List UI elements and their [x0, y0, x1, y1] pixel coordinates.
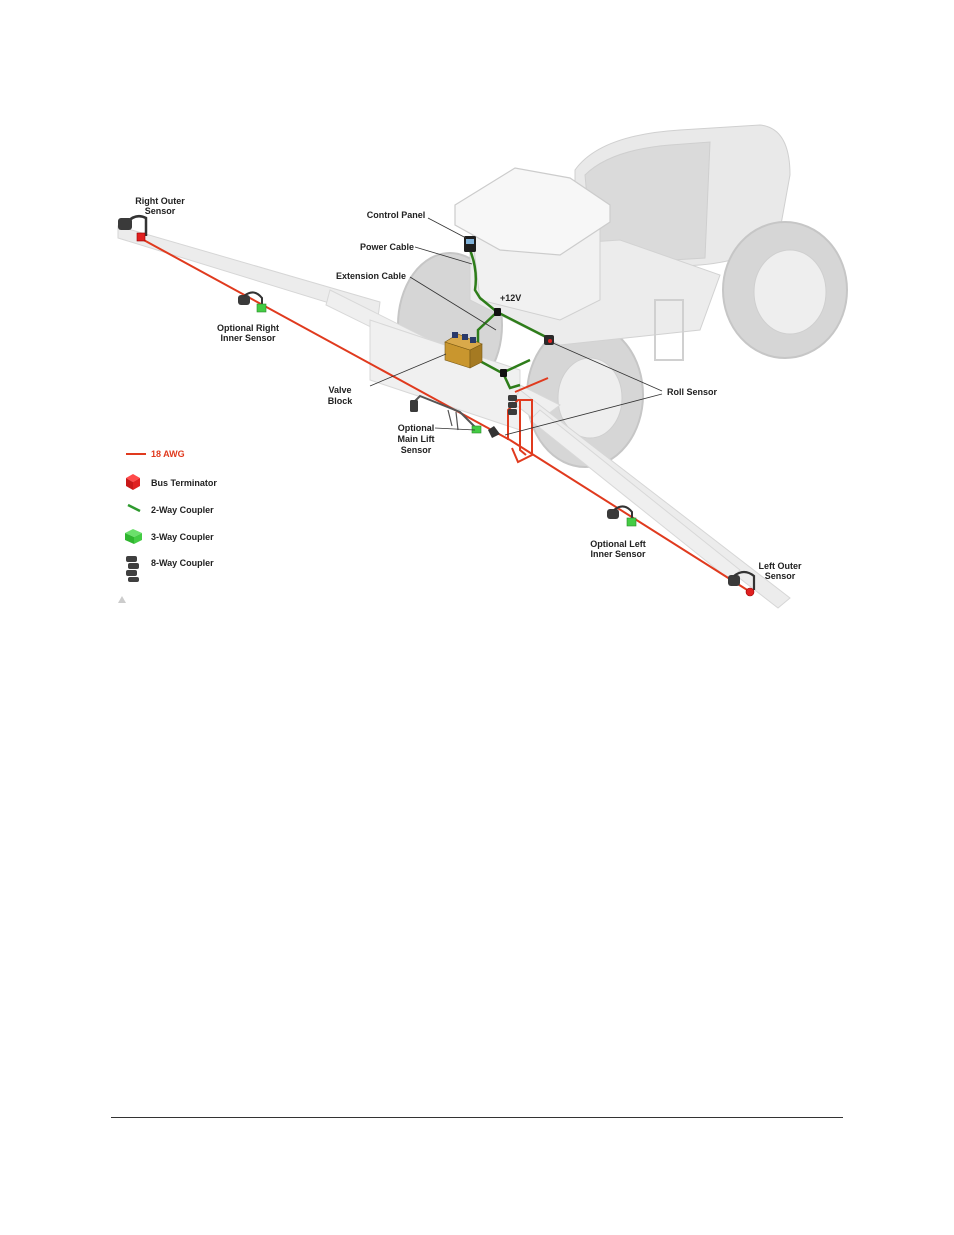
label-plus12v: +12V — [500, 293, 521, 303]
label-right-outer-1: Right Outer — [135, 196, 185, 206]
label-opt-left-inner-2: Inner Sensor — [590, 549, 646, 559]
label-right-outer-2: Sensor — [145, 206, 176, 216]
legend-bus-terminator-icon — [126, 474, 140, 490]
main-lift-connector — [410, 400, 418, 412]
left-outer-sensor-body — [728, 575, 740, 586]
label-extension-cable: Extension Cable — [336, 271, 406, 281]
label-opt-right-inner-2: Inner Sensor — [220, 333, 276, 343]
right-inner-sensor-body — [238, 295, 250, 305]
label-valve-block-1: Valve — [328, 385, 351, 395]
valve-2 — [462, 334, 468, 340]
legend-three-way-label: 3-Way Coupler — [151, 532, 214, 542]
main-lift-sensor — [488, 426, 500, 438]
sprayer-wiring-diagram: Right Outer Sensor Control Panel Power C… — [0, 0, 954, 640]
legend-eight-way-label: 8-Way Coupler — [151, 558, 214, 568]
eight-way-icon-seg-4 — [128, 577, 139, 582]
legend-two-way-icon — [128, 505, 140, 511]
sprayer-illustration — [118, 125, 847, 608]
leader-main-lift — [435, 428, 475, 430]
control-panel-screen — [466, 239, 474, 244]
two-way-coupler-1 — [494, 308, 501, 316]
boom-tip-shadow — [118, 596, 126, 603]
footer-rule — [111, 1117, 843, 1118]
control-panel[interactable] — [464, 236, 476, 252]
label-left-outer-2: Sensor — [765, 571, 796, 581]
front-right-hub — [558, 358, 622, 438]
valve-3 — [470, 337, 476, 343]
three-way-coupler-right — [257, 304, 266, 312]
label-power-cable: Power Cable — [360, 242, 414, 252]
optional-right-inner-sensor[interactable] — [238, 292, 266, 312]
eight-way-seg-3 — [508, 409, 517, 415]
eight-way-seg-2 — [508, 402, 517, 408]
bus-terminator-right — [137, 233, 145, 241]
label-main-lift-1: Optional — [398, 423, 435, 433]
rear-right-hub — [754, 250, 826, 334]
legend-awg-label: 18 AWG — [151, 449, 185, 459]
right-outer-sensor-body — [118, 218, 132, 230]
eight-way-coupler-center — [508, 395, 517, 415]
label-opt-right-inner-1: Optional Right — [217, 323, 279, 333]
label-main-lift-3: Sensor — [401, 445, 432, 455]
roll-sensor-dot — [548, 339, 552, 343]
label-control-panel: Control Panel — [367, 210, 426, 220]
legend-two-way-label: 2-Way Coupler — [151, 505, 214, 515]
legend-bus-terminator-label: Bus Terminator — [151, 478, 217, 488]
label-opt-left-inner-1: Optional Left — [590, 539, 646, 549]
three-way-coupler-left — [627, 518, 636, 526]
eight-way-seg-1 — [508, 395, 517, 401]
legend: 18 AWG Bus Terminator 2-Way Coupler 3-Wa… — [125, 449, 217, 582]
bus-terminator-left — [746, 588, 754, 596]
label-roll-sensor: Roll Sensor — [667, 387, 718, 397]
label-left-outer-1: Left Outer — [758, 561, 801, 571]
roll-sensor[interactable] — [544, 335, 554, 345]
valve-1 — [452, 332, 458, 338]
eight-way-icon-seg-3 — [126, 570, 137, 576]
eight-way-icon-seg-1 — [126, 556, 137, 562]
label-main-lift-2: Main Lift — [398, 434, 435, 444]
legend-three-way-icon — [125, 529, 142, 544]
eight-way-icon-seg-2 — [128, 563, 139, 569]
left-inner-sensor-body — [607, 509, 619, 519]
main-lift-hose-2 — [448, 410, 458, 430]
three-way-coupler-center — [472, 426, 481, 433]
label-valve-block-2: Block — [328, 396, 354, 406]
legend-eight-way-icon — [126, 556, 139, 582]
two-way-coupler-2 — [500, 369, 507, 377]
